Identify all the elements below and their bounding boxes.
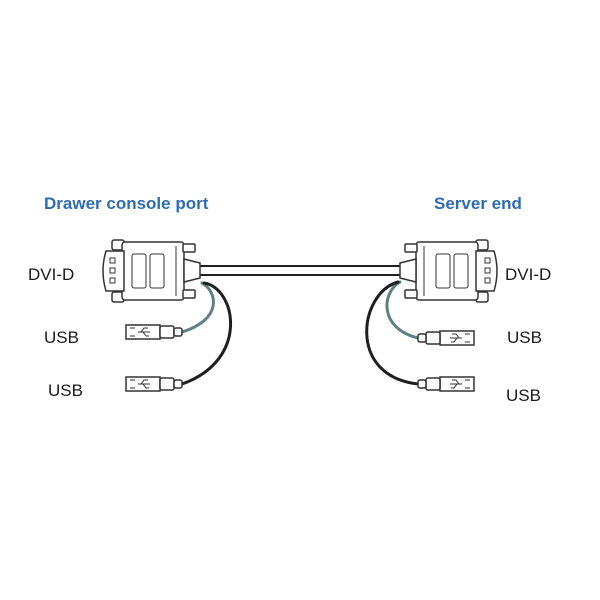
usb-cables-left	[180, 281, 232, 386]
dvi-connector-left	[102, 239, 201, 303]
usb-plug-right-upper	[417, 330, 475, 346]
usb-cable-right-lower	[365, 280, 420, 386]
left-dvi-label: DVI-D	[28, 265, 75, 284]
right-usb-label-lower: USB	[506, 386, 541, 405]
right-usb-label-upper: USB	[507, 328, 542, 347]
trunk-cable	[190, 265, 410, 276]
usb-cable-right-upper	[385, 280, 420, 340]
usb-cables-right	[365, 280, 420, 386]
usb-plug-left-lower	[125, 376, 183, 392]
usb-cable-left-lower	[180, 281, 232, 386]
dvi-connector-right	[399, 239, 498, 303]
left-usb-label-lower: USB	[48, 381, 83, 400]
right-dvi-label: DVI-D	[505, 265, 552, 284]
usb-plug-right-lower	[417, 376, 475, 392]
usb-plug-left-upper	[125, 324, 183, 340]
left-end-heading: Drawer console port	[44, 194, 209, 213]
left-usb-label-upper: USB	[44, 328, 79, 347]
right-end-heading: Server end	[434, 194, 522, 213]
usb-cable-left-upper	[180, 281, 215, 334]
